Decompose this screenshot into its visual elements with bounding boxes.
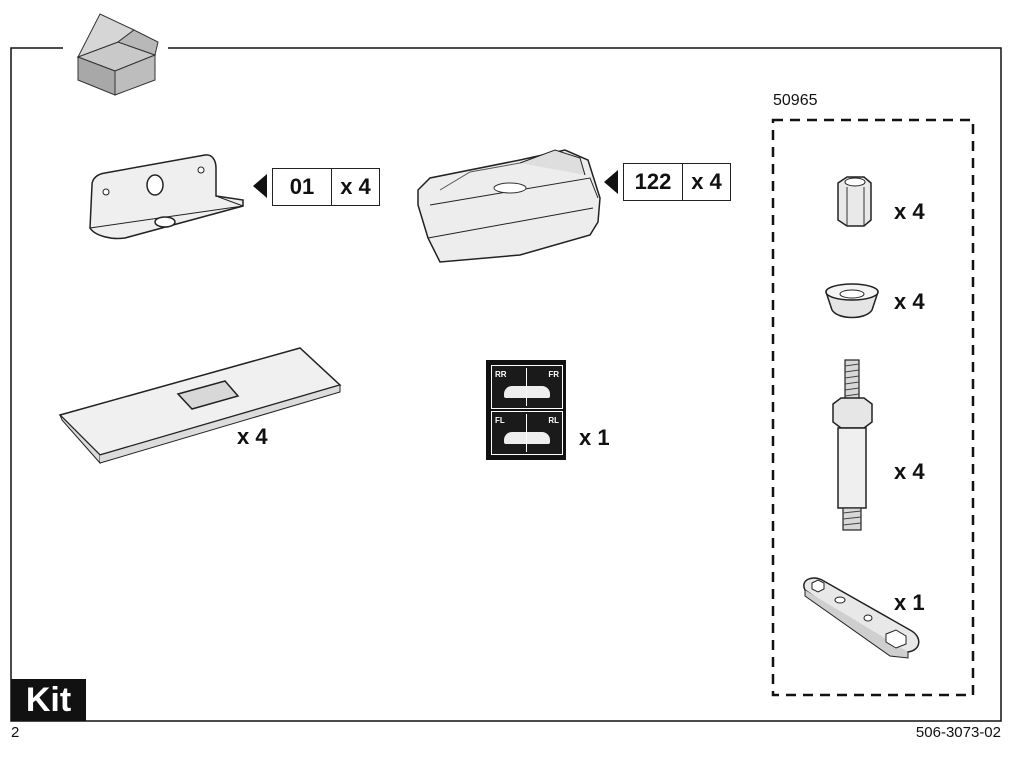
hardware-kit-number: 50965 <box>773 92 818 109</box>
foot-code: 122 <box>634 169 672 194</box>
washer-qty: x 4 <box>894 289 925 314</box>
pad-qty: x 4 <box>237 424 268 449</box>
sticker-label-rr: RR <box>495 370 507 379</box>
nut-icon <box>837 176 872 227</box>
nut-qty: x 4 <box>894 199 925 224</box>
foot-qty: x 4 <box>682 164 730 200</box>
foot-part-drawing <box>417 149 601 263</box>
bracket-qty: x 4 <box>331 169 379 205</box>
sticker-qty: x 1 <box>579 425 610 450</box>
bracket-label: 01 x 4 <box>272 168 380 206</box>
bolt-icon <box>832 359 873 531</box>
sticker-label-fl: FL <box>495 416 505 425</box>
hardware-kit-box <box>771 118 975 697</box>
pointer-arrow-icon <box>604 170 618 194</box>
document-number: 506-3073-02 <box>915 724 1001 741</box>
pad-part-drawing <box>58 347 342 465</box>
car-icon <box>504 386 550 398</box>
position-sticker: RR FR FL RL <box>486 360 566 460</box>
bracket-code: 01 <box>289 174 315 199</box>
sticker-label-fr: FR <box>548 370 559 379</box>
washer-icon <box>825 283 879 319</box>
pointer-arrow-icon <box>253 174 267 198</box>
sticker-label-rl: RL <box>548 416 559 425</box>
bolt-qty: x 4 <box>894 459 925 484</box>
kit-badge: Kit <box>11 679 86 721</box>
wrench-qty: x 1 <box>894 590 925 615</box>
box-icon <box>76 13 159 96</box>
wrench-icon <box>803 577 920 659</box>
car-icon <box>504 432 550 444</box>
page-number: 2 <box>11 724 20 741</box>
bracket-part-drawing <box>89 154 244 240</box>
foot-label: 122 x 4 <box>623 163 731 201</box>
